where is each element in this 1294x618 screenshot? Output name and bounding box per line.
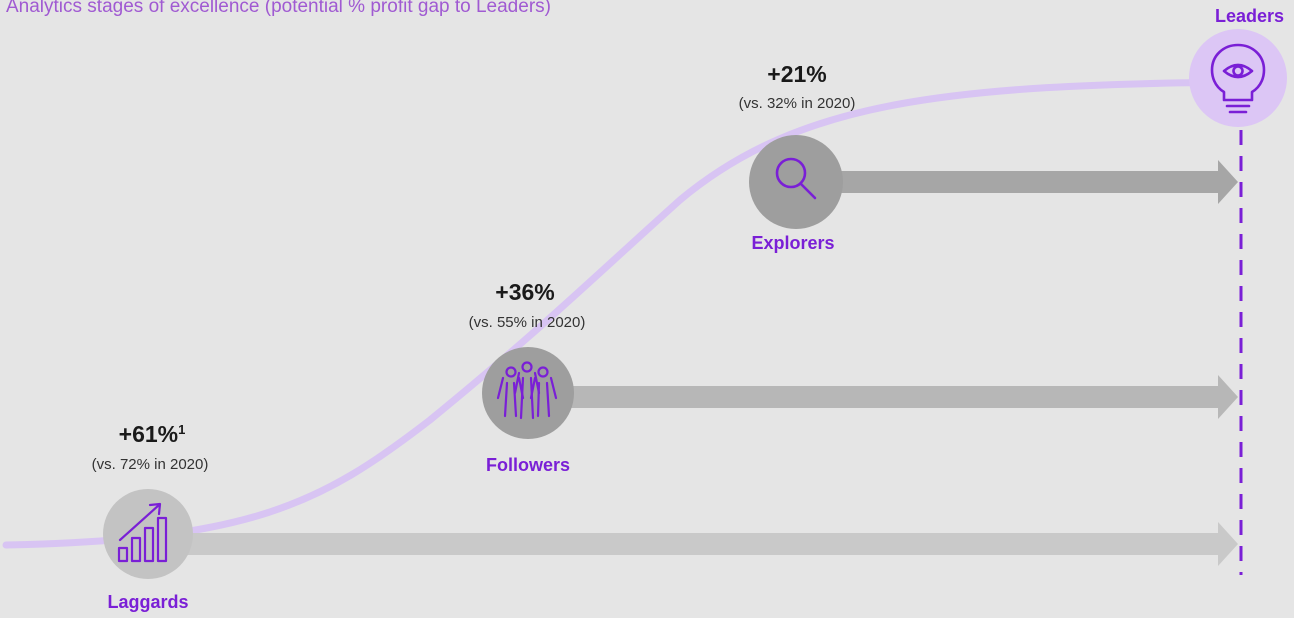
followers-arrow (530, 375, 1238, 419)
laggards-circle (103, 489, 193, 579)
laggards-gap-comparison: (vs. 72% in 2020) (91, 456, 209, 473)
leaders-label: Leaders (1214, 6, 1284, 26)
explorers-label: Explorers (751, 233, 835, 253)
followers-gap-value: +36% (495, 279, 555, 305)
laggards-gap-value: +61%1 (118, 421, 186, 447)
laggards-footnote-marker: 1 (178, 422, 186, 437)
growth-curve (2, 78, 1244, 549)
lightbulb-eye-icon (1210, 43, 1266, 114)
diagram-title: Analytics stages of excellence (potentia… (6, 0, 551, 17)
followers-gap-comparison: (vs. 55% in 2020) (468, 314, 586, 331)
group-of-people-icon (496, 361, 558, 420)
explorers-gap-value: +21% (767, 61, 827, 87)
explorers-gap-comparison: (vs. 32% in 2020) (738, 95, 856, 112)
magnifying-glass-icon (775, 157, 817, 200)
bar-chart-growth-icon (117, 502, 168, 563)
followers-circle (482, 347, 574, 439)
laggards-arrow (150, 522, 1238, 566)
explorers-circle (749, 135, 843, 229)
laggards-label: Laggards (107, 592, 189, 612)
followers-label: Followers (485, 455, 570, 475)
explorers-arrow (798, 160, 1238, 204)
